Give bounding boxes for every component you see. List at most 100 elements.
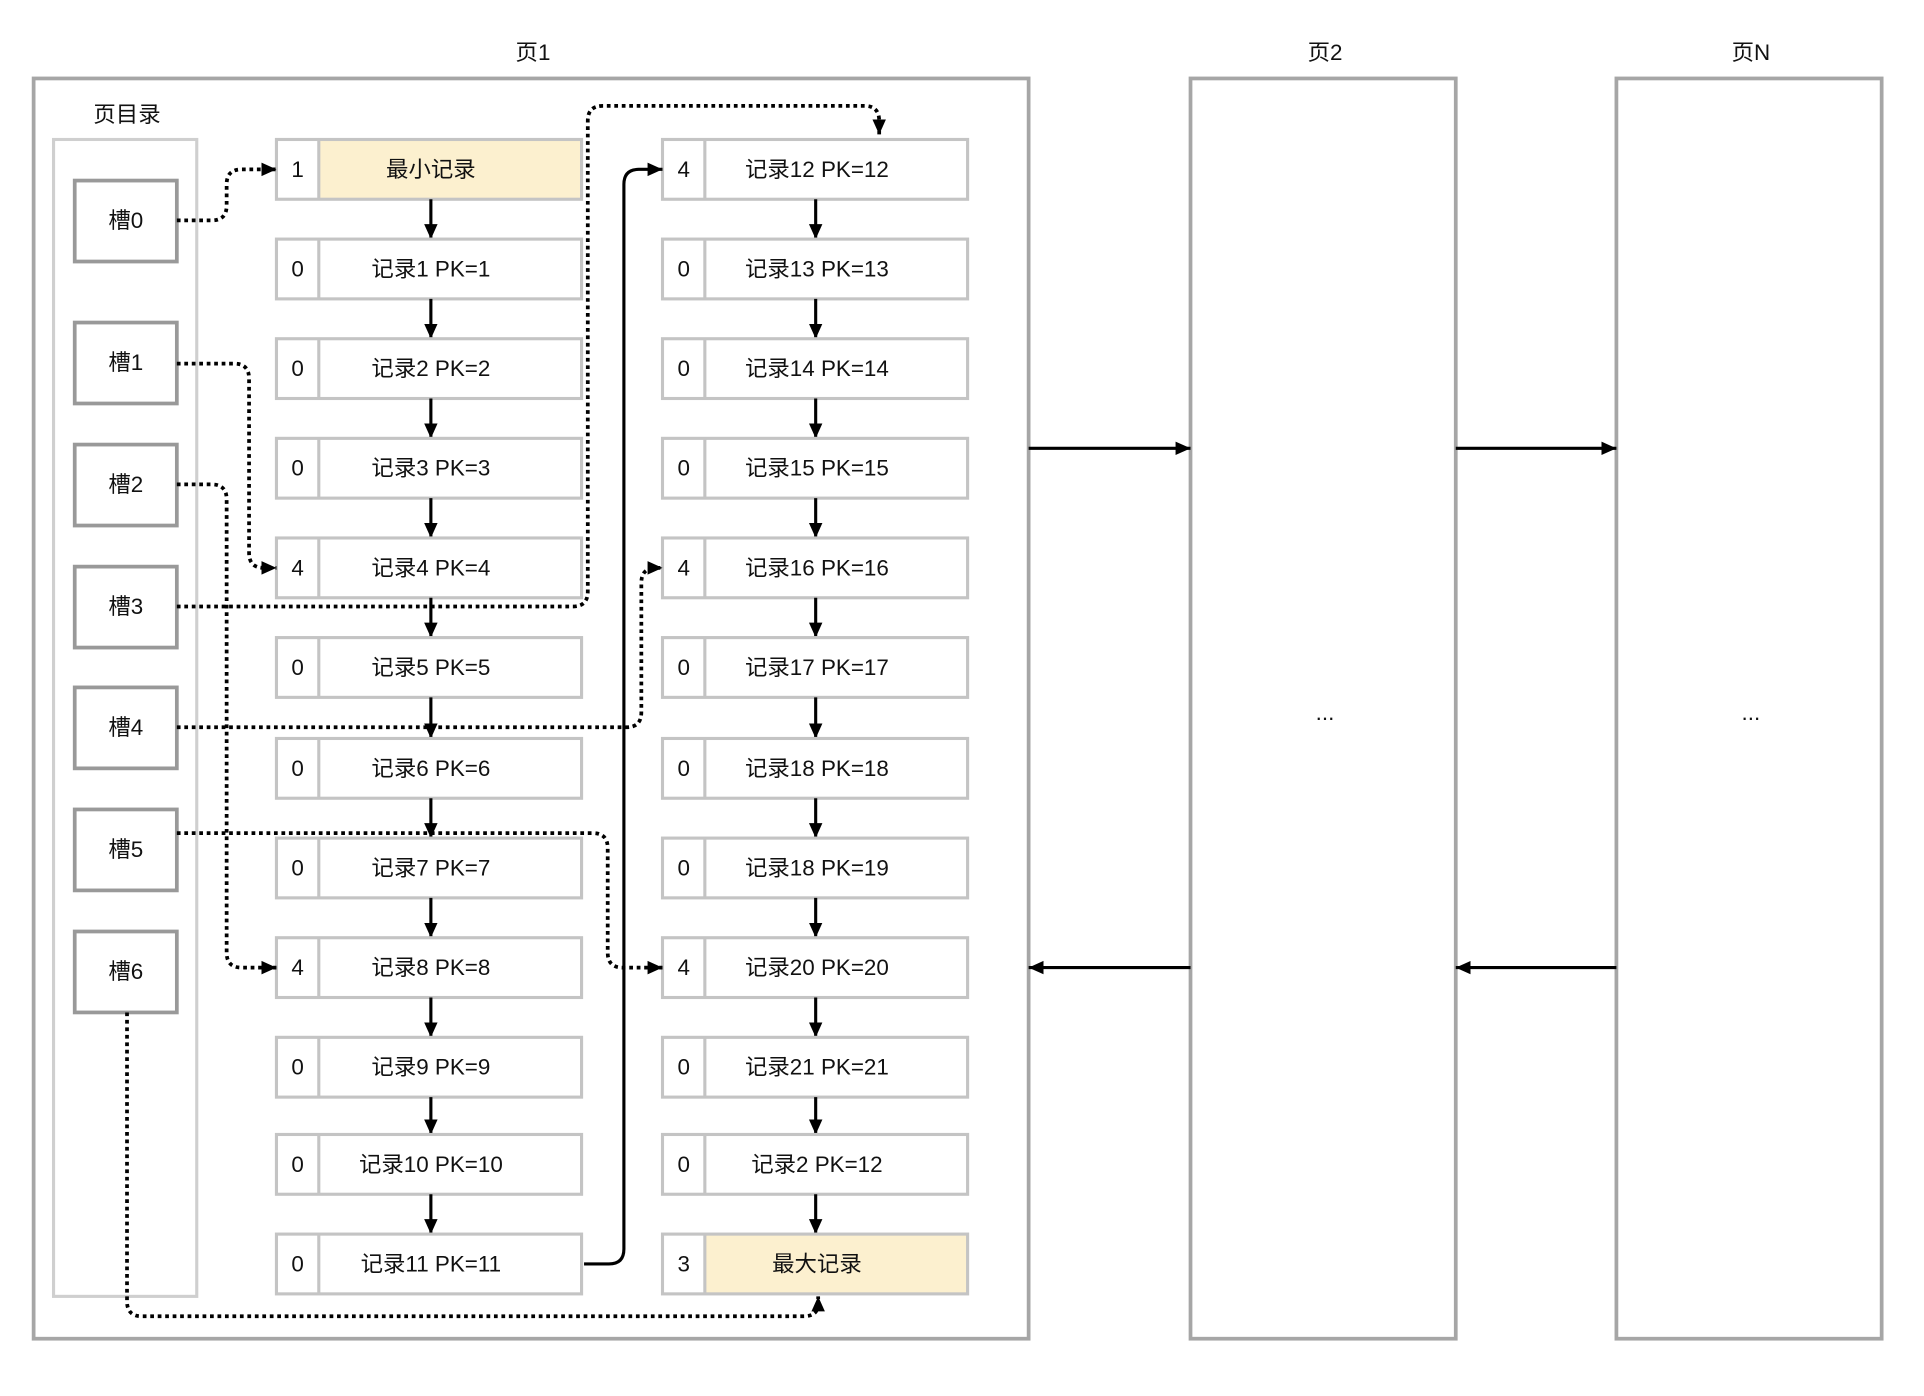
slot-label: 槽5 bbox=[108, 837, 143, 862]
slot-box bbox=[72, 807, 179, 893]
page-links bbox=[1028, 441, 1617, 975]
record-n-owned: 0 bbox=[291, 256, 303, 281]
page-1-title: 页1 bbox=[516, 40, 551, 65]
record-label: 记录10 PK=10 bbox=[359, 1152, 503, 1177]
page-2: ... bbox=[1188, 76, 1458, 1341]
slot-1: 槽1 bbox=[72, 320, 179, 406]
record-label: 记录12 PK=12 bbox=[745, 157, 889, 182]
slot-box bbox=[72, 442, 179, 528]
slot-pointers bbox=[125, 103, 886, 1319]
slot-label: 槽2 bbox=[108, 472, 143, 497]
record-box bbox=[274, 1035, 584, 1099]
page-directory: 页目录 槽0 槽1 槽2 槽3 槽4 槽5 槽6 bbox=[51, 102, 199, 1298]
page-2-ellipsis: ... bbox=[1316, 700, 1335, 725]
record-label: 记录14 PK=14 bbox=[745, 356, 889, 381]
record-label: 记录18 PK=18 bbox=[745, 756, 889, 781]
record-label: 记录13 PK=13 bbox=[745, 256, 889, 281]
slot-box bbox=[72, 929, 179, 1015]
slot-box bbox=[72, 685, 179, 771]
record-label: 记录6 PK=6 bbox=[371, 756, 490, 781]
record-box bbox=[274, 836, 584, 900]
slot-3-pointer bbox=[176, 103, 886, 609]
record-label: 记录3 PK=3 bbox=[371, 456, 490, 481]
slot-label: 槽1 bbox=[108, 350, 143, 375]
slot-6: 槽6 bbox=[72, 929, 179, 1015]
slot-3: 槽3 bbox=[72, 564, 179, 650]
record-row: 0 记录15 PK=15 bbox=[660, 436, 970, 538]
record-box bbox=[274, 237, 584, 301]
slot-4-pointer bbox=[176, 561, 663, 730]
record-n-owned: 0 bbox=[677, 256, 689, 281]
record-n-owned: 0 bbox=[677, 1055, 689, 1080]
record-row: 0 记录11 PK=11 bbox=[274, 1232, 584, 1296]
slot-6-pointer bbox=[125, 1012, 825, 1319]
record-n-owned: 4 bbox=[677, 955, 689, 980]
slot-label: 槽3 bbox=[108, 594, 143, 619]
record-label: 最小记录 bbox=[386, 157, 476, 182]
record-row: 0 记录18 PK=19 bbox=[660, 836, 970, 938]
record-11-to-record-12-arrow bbox=[584, 162, 663, 1266]
record-label: 记录17 PK=17 bbox=[745, 655, 889, 680]
record-box bbox=[274, 436, 584, 500]
record-highlight bbox=[318, 139, 582, 200]
slot-label: 槽0 bbox=[108, 208, 143, 233]
record-n-owned: 0 bbox=[291, 1251, 303, 1276]
record-n-owned: 0 bbox=[291, 855, 303, 880]
record-n-owned: 0 bbox=[291, 356, 303, 381]
record-label: 记录18 PK=19 bbox=[745, 855, 889, 880]
record-box bbox=[274, 736, 584, 800]
slot-0-pointer bbox=[176, 162, 277, 223]
slot-1-pointer bbox=[176, 361, 277, 575]
record-n-owned: 0 bbox=[677, 855, 689, 880]
record-label: 记录8 PK=8 bbox=[371, 955, 490, 980]
page-n-title: 页N bbox=[1732, 40, 1771, 65]
slot-label: 槽4 bbox=[108, 715, 143, 740]
slot-2-pointer bbox=[176, 482, 277, 975]
record-label: 记录16 PK=16 bbox=[745, 555, 889, 580]
record-row: 0 记录13 PK=13 bbox=[660, 237, 970, 339]
slot-label: 槽6 bbox=[108, 959, 143, 984]
page-n-box bbox=[1614, 76, 1884, 1341]
record-label: 记录15 PK=15 bbox=[745, 456, 889, 481]
slot-4: 槽4 bbox=[72, 685, 179, 771]
record-box bbox=[660, 1232, 970, 1296]
record-box bbox=[274, 636, 584, 699]
slot-0: 槽0 bbox=[72, 178, 179, 264]
record-row: 0 记录5 PK=5 bbox=[274, 636, 584, 739]
record-row: 0 记录17 PK=17 bbox=[660, 636, 970, 739]
record-n-owned: 0 bbox=[291, 756, 303, 781]
page-2-title: 页2 bbox=[1308, 40, 1343, 65]
record-label: 记录4 PK=4 bbox=[371, 555, 490, 580]
record-n-owned: 3 bbox=[677, 1251, 689, 1276]
record-n-owned: 0 bbox=[677, 756, 689, 781]
record-highlight bbox=[704, 1234, 968, 1294]
record-label: 记录5 PK=5 bbox=[371, 655, 490, 680]
slot-box bbox=[72, 320, 179, 406]
record-row: 0 记录18 PK=18 bbox=[660, 736, 970, 839]
page-n: ... bbox=[1614, 76, 1884, 1341]
record-n-owned: 0 bbox=[291, 1152, 303, 1177]
record-row: 0 记录14 PK=14 bbox=[660, 337, 970, 439]
record-n-owned: 0 bbox=[677, 655, 689, 680]
record-n-owned: 0 bbox=[677, 456, 689, 481]
record-n-owned: 0 bbox=[291, 655, 303, 680]
page-1-box bbox=[31, 76, 1031, 1341]
record-n-owned: 4 bbox=[677, 157, 689, 182]
record-n-owned: 0 bbox=[677, 1152, 689, 1177]
record-label: 记录11 PK=11 bbox=[361, 1251, 502, 1276]
record-n-owned: 0 bbox=[291, 1055, 303, 1080]
record-n-owned: 0 bbox=[677, 356, 689, 381]
